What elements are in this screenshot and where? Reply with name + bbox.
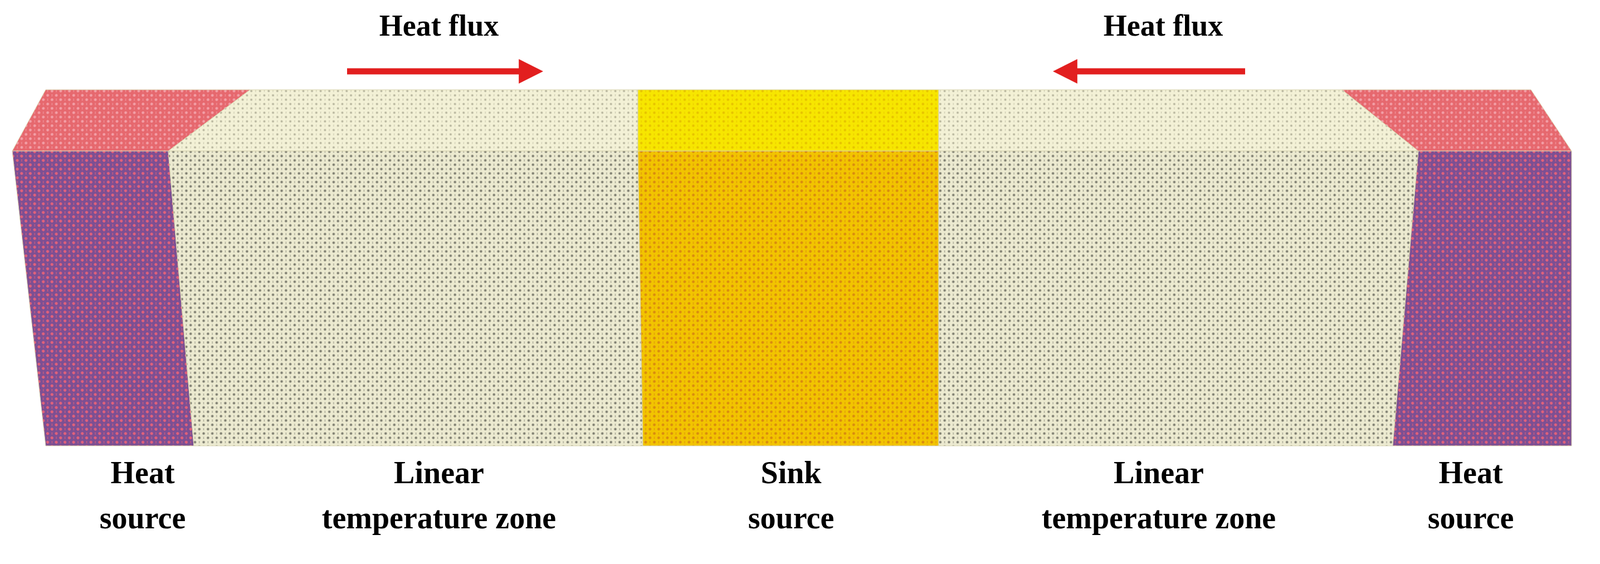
- heat-flux-arrow: [1072, 68, 1246, 75]
- linear-zone-region-top: [938, 89, 1419, 151]
- region-label: Heat source: [78, 450, 207, 541]
- heat-source-region-front: [12, 150, 194, 446]
- region-label: Sink source: [727, 450, 856, 541]
- region-label: Linear temperature zone: [1033, 450, 1285, 541]
- sink-region-front: [637, 150, 939, 446]
- region-label: Heat source: [1406, 450, 1535, 541]
- region-label: Linear temperature zone: [313, 450, 565, 541]
- heat-flux-label: Heat flux: [1018, 7, 1309, 45]
- sink-region-top: [637, 89, 939, 151]
- heat-source-region-front: [1392, 150, 1572, 446]
- linear-zone-region-front: [938, 150, 1419, 446]
- linear-zone-region-top: [168, 89, 638, 151]
- slab-regions: [12, 89, 1572, 446]
- linear-zone-region-front: [168, 150, 643, 446]
- heat-source-region-top: [1342, 89, 1572, 151]
- heat-flux-arrows: [347, 71, 1246, 72]
- heat-flux-label: Heat flux: [294, 7, 584, 45]
- heat-flux-arrow: [347, 68, 524, 75]
